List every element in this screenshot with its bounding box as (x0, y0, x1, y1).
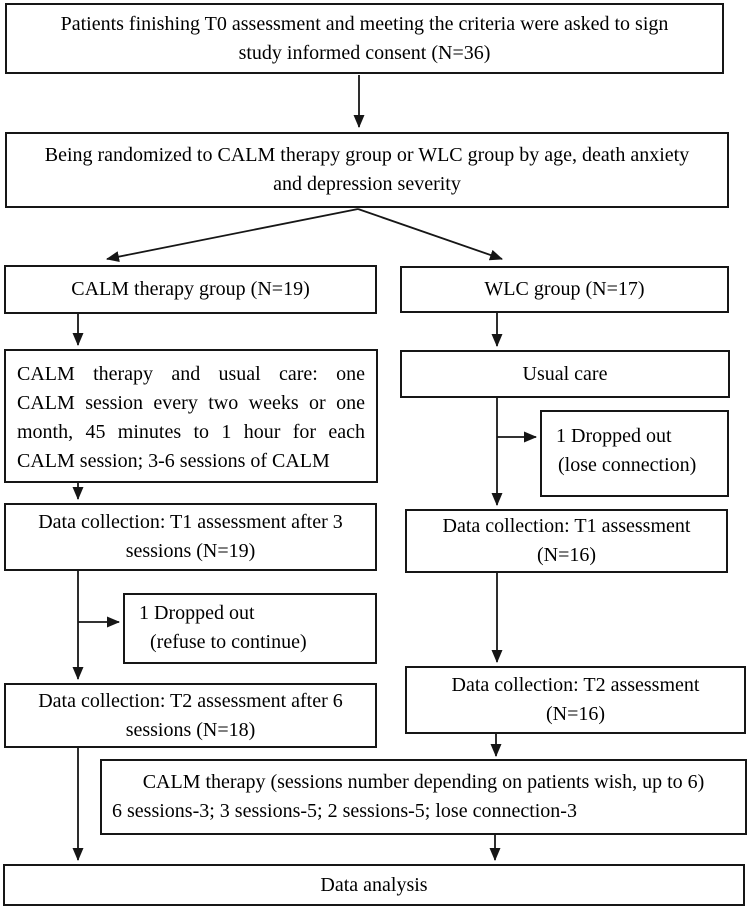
box-t1-calm-line2: sessions (N=19) (125, 540, 256, 562)
box-t1-assessment-wlc: Data collection: T1 assessment (N=16) (405, 509, 728, 573)
box-data-analysis-label: Data analysis (320, 873, 428, 896)
box-t2-assessment-calm: Data collection: T2 assessment after 6 s… (4, 683, 377, 748)
box-t2-calm-line1: Data collection: T2 assessment after 6 (38, 689, 343, 712)
box-t2-wlc-line2: (N=16) (545, 703, 606, 725)
box-t1-wlc-line1: Data collection: T1 assessment (442, 515, 691, 537)
box-dropout-wlc-line2: (lose connection) (558, 454, 697, 476)
box-calm-extra-sessions: CALM therapy (sessions number depending … (100, 759, 747, 835)
box-t1-assessment-calm: Data collection: T1 assessment after 3 s… (4, 503, 377, 571)
box-usual-care-label: Usual care (522, 362, 608, 385)
box-calm-therapy-group-label: CALM therapy group (N=19) (71, 278, 310, 300)
box-consent-line1: Patients finishing T0 assessment and mee… (60, 12, 669, 35)
box-dropout-wlc: 1 Dropped out (lose connection) (540, 410, 729, 497)
box-calm-extra-line1: CALM therapy (sessions number depending … (142, 771, 705, 793)
box-t2-assessment-wlc: Data collection: T2 assessment (N=16) (405, 666, 746, 734)
box-dropout-calm-line2: (refuse to continue) (150, 631, 307, 653)
box-t2-wlc-line1: Data collection: T2 assessment (451, 674, 700, 696)
box-t1-wlc-line2: (N=16) (536, 544, 597, 566)
box-calm-therapy-line3: month, 45 minutes to 1 hour for each (17, 421, 365, 443)
box-calm-therapy-description: CALM therapy and usual care: one CALM se… (4, 349, 378, 483)
box-t2-calm-line2: sessions (N=18) (125, 718, 256, 741)
box-consent: Patients finishing T0 assessment and mee… (5, 3, 724, 74)
box-randomized-line1: Being randomized to CALM therapy group o… (44, 144, 690, 166)
box-calm-therapy-line2: CALM session every two weeks or one (17, 392, 365, 414)
box-calm-therapy-line4: CALM session; 3-6 sessions of CALM (17, 450, 330, 472)
box-data-analysis: Data analysis (3, 864, 745, 906)
box-randomized: Being randomized to CALM therapy group o… (5, 132, 729, 208)
box-wlc-group: WLC group (N=17) (400, 266, 729, 313)
arrow-randomized-to-calm-group (106, 208, 359, 263)
box-dropout-wlc-line1: 1 Dropped out (556, 425, 672, 447)
box-calm-therapy-group: CALM therapy group (N=19) (4, 265, 377, 314)
box-dropout-calm-line1: 1 Dropped out (139, 602, 255, 624)
box-calm-extra-line2: 6 sessions-3; 3 sessions-5; 2 sessions-5… (112, 800, 577, 822)
box-calm-therapy-line1: CALM therapy and usual care: one (17, 363, 365, 385)
box-dropout-calm: 1 Dropped out (refuse to continue) (123, 593, 377, 664)
box-t1-calm-line1: Data collection: T1 assessment after 3 (38, 511, 343, 533)
box-randomized-line2: and depression severity (273, 173, 461, 195)
box-consent-line2: study informed consent (N=36) (238, 41, 491, 64)
arrow-randomized-to-wlc-group (357, 208, 503, 261)
box-wlc-group-label: WLC group (N=17) (484, 278, 645, 300)
box-usual-care: Usual care (400, 350, 730, 398)
